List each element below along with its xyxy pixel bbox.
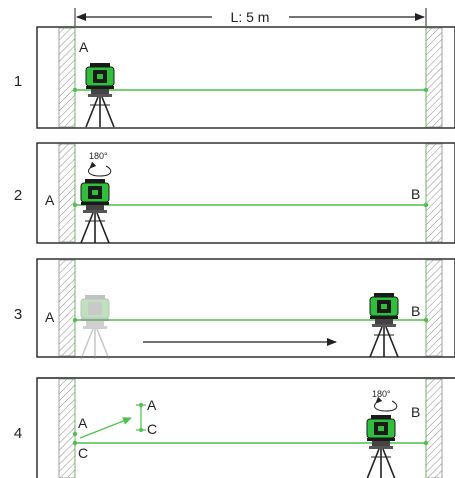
step-2-panel: 2 A B 180° <box>14 142 455 244</box>
offset-arrow <box>79 417 132 439</box>
rotation-label: 180° <box>372 389 391 399</box>
right-wall <box>425 259 443 357</box>
label-b: B <box>411 303 420 319</box>
label-b: B <box>411 404 420 420</box>
laser-level-device <box>366 414 396 478</box>
laser-level-device <box>369 292 399 358</box>
laser-level-device <box>85 62 115 128</box>
right-wall <box>425 27 443 128</box>
rotate-arrow-icon <box>373 396 398 412</box>
laser-level-ghost <box>80 294 110 360</box>
label-a-left: A <box>78 415 88 431</box>
step-1-number: 1 <box>14 73 22 90</box>
label-a: A <box>45 192 55 208</box>
rotate-arrow-icon <box>87 161 112 177</box>
left-wall <box>58 259 76 357</box>
rotation-label: 180° <box>89 151 108 161</box>
step-2-number: 2 <box>14 187 22 204</box>
label-a: A <box>79 39 89 55</box>
step-4-number: 4 <box>14 425 22 442</box>
step-1-panel: 1 A <box>14 26 455 129</box>
left-wall <box>58 143 76 243</box>
left-wall <box>58 27 76 128</box>
label-c-left: C <box>78 445 88 461</box>
step-3-panel: 3 A B <box>14 258 455 360</box>
step-4-panel: 4 A C A C B 180° <box>14 377 455 478</box>
left-wall <box>58 378 76 478</box>
dimension-line: L: 5 m <box>74 8 427 26</box>
room-outline <box>36 142 455 244</box>
right-wall <box>425 143 443 243</box>
right-wall <box>425 378 443 478</box>
label-a: A <box>45 309 55 325</box>
dimension-label: L: 5 m <box>231 9 270 25</box>
step-3-number: 3 <box>14 306 22 323</box>
label-b: B <box>411 186 420 202</box>
label-a-mid: A <box>147 397 157 413</box>
laser-level-device <box>80 178 110 244</box>
label-c-mid: C <box>147 421 157 437</box>
